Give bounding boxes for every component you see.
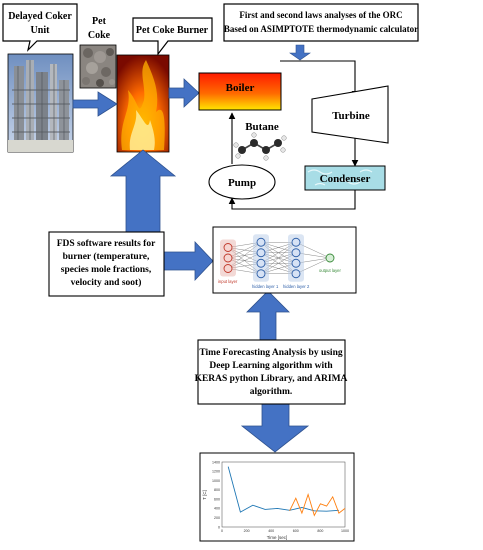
arrow-fds-to-nn [163, 240, 214, 282]
nn-node [223, 243, 233, 252]
turbine: Turbine [311, 85, 389, 144]
boiler: Boiler [198, 72, 282, 111]
chart-ylabel: T [C] [202, 490, 207, 500]
chart-xtick-label: 0 [221, 529, 223, 533]
nn-node [291, 258, 301, 268]
callout-petcoke-line1: Pet [92, 16, 107, 27]
coker-unit-image [7, 53, 74, 153]
nn-layer-band [253, 234, 269, 282]
callout-orc-line1: First and second laws analyses of the OR… [239, 10, 402, 20]
chart-series-line-2 [289, 493, 346, 517]
chart-ytick-label: 1400 [212, 460, 220, 464]
forecast-line3: KERAS python Library, and ARIMA [195, 374, 348, 384]
chart-ytick-label: 800 [214, 488, 220, 492]
callout-burner: Pet Coke Burner [132, 17, 213, 56]
fds-box: FDS software results for burner (tempera… [48, 231, 165, 297]
chart-xtick-label: 600 [293, 529, 299, 533]
nn-layer-band [288, 234, 304, 282]
nn-hidden1-label: hidden layer 1 [252, 284, 279, 289]
nn-node [223, 264, 233, 273]
chart-ytick-label: 1200 [212, 470, 220, 474]
arrow-forecast-to-nn [246, 290, 290, 341]
chart-xtick-label: 1000 [341, 529, 349, 533]
arrow-fds-to-fire [109, 149, 177, 233]
pump-label: Pump [228, 177, 256, 189]
callout-coker-line2: Unit [31, 25, 51, 36]
nn-node [291, 269, 301, 279]
nn-node [223, 253, 233, 263]
chart-ytick-label: 200 [214, 516, 220, 520]
chart-ytick-label: 1000 [212, 479, 220, 483]
arrow-coker-to-fire [72, 91, 118, 117]
chart-ytick-label: 400 [214, 507, 220, 511]
callout-petcoke-line2: Coke [88, 30, 111, 41]
pet-coke-image [79, 44, 117, 89]
callout-orc-line2: Based on ASIMPTOTE thermodynamic calcula… [224, 24, 418, 34]
forecast-line2: Deep Learning algorithm with [209, 361, 333, 371]
callout-orc: First and second laws analyses of the OR… [223, 3, 419, 42]
nn-node [325, 253, 335, 263]
burner-fire-image [116, 54, 170, 153]
chart-frame [221, 461, 346, 528]
callout-coker-line1: Delayed Coker [8, 11, 72, 22]
butane-molecule-icon [233, 132, 287, 161]
chart-xtick-label: 200 [244, 529, 250, 533]
callout-coker: Delayed Coker Unit [2, 3, 78, 52]
chart-ytick-label: 600 [214, 497, 220, 501]
chart-plot-area: 0 200 400 600 800 1000 1200 1400 0 200 400 600 800 10… [212, 460, 349, 533]
nn-output-label: output layer [319, 268, 341, 273]
arrow-orc-to-loop [289, 44, 311, 61]
chart-xlabel: Time [sec] [267, 535, 288, 540]
nn-input-label: input layer [218, 279, 238, 284]
neural-network-diagram: input layer hidden layer 1 hidden layer … [212, 226, 357, 294]
fds-line1: FDS software results for [57, 239, 156, 249]
nn-node [256, 248, 266, 258]
boiler-label: Boiler [226, 82, 255, 94]
nn-nodes [220, 234, 335, 282]
turbine-label: Turbine [332, 110, 370, 122]
condenser-label: Condenser [320, 173, 371, 185]
forecast-line4: algorithm. [250, 387, 292, 397]
nn-node [256, 269, 266, 279]
fds-line3: species mole fractions, [61, 265, 152, 275]
chart-xtick-label: 800 [317, 529, 323, 533]
nn-hidden2-label: hidden layer 2 [283, 284, 310, 289]
callout-petcoke: Pet Coke [88, 16, 111, 41]
chart-ytick-label: 0 [218, 525, 220, 529]
fds-line4: velocity and soot) [71, 277, 142, 288]
nn-node [291, 237, 301, 247]
fds-line2: burner (temperature, [63, 251, 150, 262]
nn-node [291, 248, 301, 258]
forecast-chart: 0 200 400 600 800 1000 1200 1400 0 200 400 600 800 10… [199, 452, 355, 542]
condenser: Condenser [304, 165, 386, 191]
nn-node [256, 258, 266, 268]
butane-label: Butane [245, 121, 279, 133]
arrow-fire-to-boiler [168, 78, 200, 108]
chart-xtick-label: 400 [268, 529, 274, 533]
callout-burner-label: Pet Coke Burner [136, 25, 209, 36]
forecast-box: Time Forecasting Analysis by using Deep … [195, 339, 348, 405]
pump: Pump [208, 164, 276, 200]
nn-node [256, 237, 266, 247]
arrow-forecast-to-chart [240, 403, 310, 453]
orc-cycle-lines [228, 60, 359, 210]
forecast-line1: Time Forecasting Analysis by using [199, 348, 342, 358]
chart-series-line-1 [227, 466, 339, 513]
